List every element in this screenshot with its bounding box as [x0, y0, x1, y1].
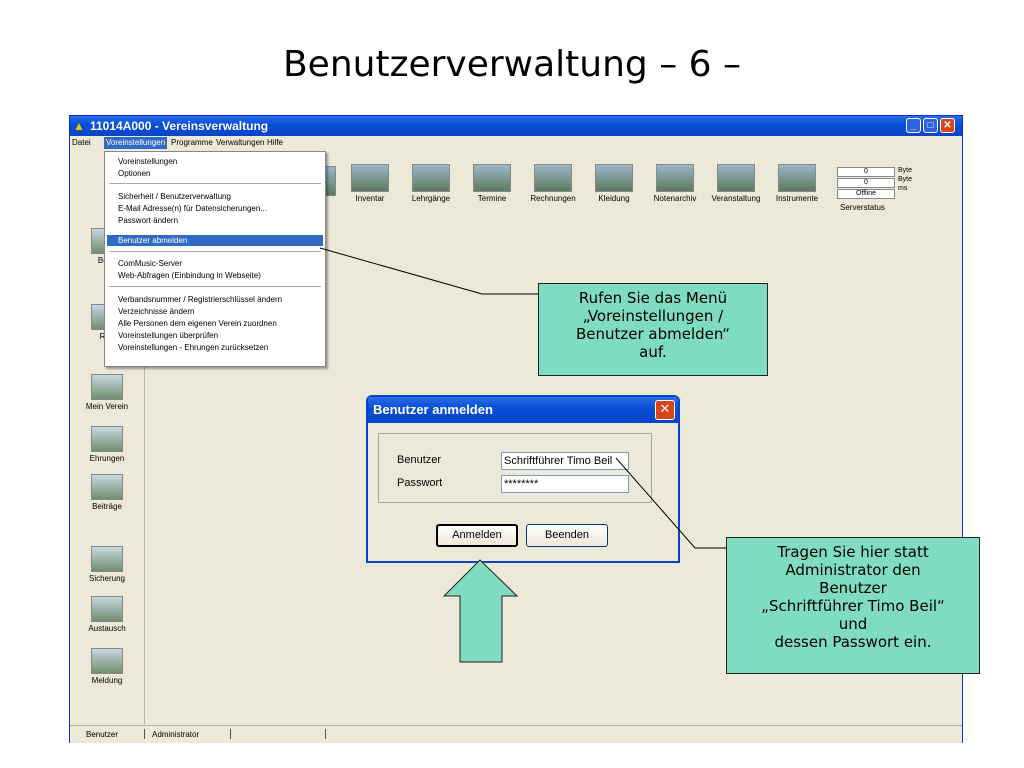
voreinstellungen-menu: Voreinstellungen Optionen Sicherheit / B… — [104, 151, 326, 367]
menubar: Datei Voreinstellungen Programme Verwalt… — [70, 136, 962, 150]
menu-item-sicherheit[interactable]: Sicherheit / Benutzerverwaltung — [118, 192, 231, 201]
status-value-2: 0 — [837, 178, 895, 188]
sidebar-item-ehrungen[interactable]: Ehrungen — [70, 426, 144, 463]
tool-veranstaltung[interactable]: Veranstaltung — [706, 164, 766, 203]
status-unit-3: ms — [898, 185, 908, 192]
rechnungen-icon — [534, 164, 572, 192]
menu-hilfe[interactable]: Hilfe — [267, 138, 284, 147]
tool-kleidung[interactable]: Kleidung — [584, 164, 644, 203]
tool-inventar[interactable]: Inventar — [340, 164, 400, 203]
inventar-icon — [351, 164, 389, 192]
callout-text: dessen Passwort ein. — [774, 633, 932, 651]
menu-item-verzeichnisse[interactable]: Verzeichnisse ändern — [118, 307, 195, 316]
callout-text: auf. — [639, 343, 667, 361]
minimize-button[interactable]: _ — [906, 118, 921, 133]
statusbar-separator — [144, 729, 145, 739]
menu-separator — [109, 183, 321, 184]
meldung-icon — [91, 648, 123, 674]
notenarchiv-icon — [656, 164, 694, 192]
login-button[interactable]: Anmelden — [436, 524, 518, 547]
server-status-box: 0 0 Offline — [837, 167, 895, 200]
tool-lehrgaenge[interactable]: Lehrgänge — [401, 164, 461, 203]
menu-item-web-abfragen[interactable]: Web-Abfragen (Einbindung in Webseite) — [118, 271, 261, 280]
login-hint-callout: Tragen Sie hier statt Administrator den … — [726, 537, 980, 674]
sidebar-item-austausch[interactable]: Austausch — [70, 596, 144, 633]
menu-item-optionen[interactable]: Optionen — [118, 169, 151, 178]
status-value-1: 0 — [837, 167, 895, 177]
menu-item-benutzer-abmelden[interactable]: Benutzer abmelden — [107, 235, 323, 246]
menu-verwaltungen[interactable]: Verwaltungen — [216, 138, 265, 147]
menu-item-email[interactable]: E-Mail Adresse(n) für Datensicherungen..… — [118, 204, 267, 213]
menu-hint-callout: Rufen Sie das Menü „Voreinstellungen / B… — [538, 283, 768, 376]
tool-termine[interactable]: Termine — [462, 164, 522, 203]
callout-text: Tragen Sie hier statt — [777, 543, 929, 561]
tool-instrumente[interactable]: Instrumente — [767, 164, 827, 203]
callout-text: „Schriftführer Timo Beil“ — [761, 597, 945, 615]
status-value-3: Offline — [837, 189, 895, 199]
statusbar-user: Administrator — [152, 730, 200, 739]
menu-item-commusic[interactable]: ComMusic-Server — [118, 259, 183, 268]
kleidung-icon — [595, 164, 633, 192]
dialog-title: Benutzer anmelden — [373, 402, 493, 417]
statusbar-separator — [325, 729, 326, 739]
status-unit-2: Byte — [898, 176, 913, 183]
statusbar-separator — [230, 729, 231, 739]
status-unit-1: Byte — [898, 167, 913, 174]
callout-text: Benutzer abmelden“ — [575, 325, 731, 343]
menu-item-verbandsnummer[interactable]: Verbandsnummer / Registrierschlüssel änd… — [118, 295, 283, 304]
dialog-group: Benutzer Schriftführer Timo Beil Passwor… — [378, 433, 652, 503]
sidebar-item-mein-verein[interactable]: Mein Verein — [70, 374, 144, 411]
callout-text: „Voreinstellungen / — [582, 307, 724, 325]
menu-item-voreinstellungen[interactable]: Voreinstellungen — [118, 157, 178, 166]
callout-text: Benutzer — [819, 579, 887, 597]
menu-item-pruefen[interactable]: Voreinstellungen überprüfen — [118, 331, 219, 340]
lehrgaenge-icon — [412, 164, 450, 192]
menu-item-passwort[interactable]: Passwort ändern — [118, 216, 179, 225]
user-label: Benutzer — [397, 454, 442, 466]
user-field[interactable]: Schriftführer Timo Beil — [501, 452, 629, 470]
sidebar-item-meldung[interactable]: Meldung — [70, 648, 144, 685]
austausch-icon — [91, 596, 123, 622]
callout-text: Administrator den — [785, 561, 921, 579]
tool-rechnungen[interactable]: Rechnungen — [523, 164, 583, 203]
menu-separator — [109, 286, 321, 287]
exit-button[interactable]: Beenden — [526, 524, 608, 547]
ehrungen-icon — [91, 426, 123, 452]
instrumente-icon — [778, 164, 816, 192]
tool-notenarchiv[interactable]: Notenarchiv — [645, 164, 705, 203]
password-label: Passwort — [397, 477, 443, 489]
menu-item-personen-zuordnen[interactable]: Alle Personen dem eigenen Verein zuordne… — [118, 319, 277, 328]
callout-text: Rufen Sie das Menü — [578, 289, 728, 307]
maximize-button[interactable]: □ — [923, 118, 938, 133]
password-field[interactable]: ******** — [501, 475, 629, 493]
slide-title: Benutzerverwaltung – 6 – — [282, 44, 742, 85]
sidebar-item-beitraege[interactable]: Beiträge — [70, 474, 144, 511]
close-button[interactable]: ✕ — [940, 118, 955, 133]
menu-item-ehrungen-zuruecksetzen[interactable]: Voreinstellungen - Ehrungen zurücksetzen — [118, 343, 269, 352]
callout-text: und — [838, 615, 868, 633]
menu-datei[interactable]: Datei — [72, 138, 91, 147]
menu-voreinstellungen[interactable]: Voreinstellungen — [104, 137, 168, 149]
beitraege-icon — [91, 474, 123, 500]
window-titlebar[interactable]: ▲ 11014A000 - Vereinsverwaltung _ □ ✕ — [70, 116, 962, 136]
termine-icon — [473, 164, 511, 192]
statusbar-label: Benutzer — [86, 730, 119, 739]
menu-separator — [109, 251, 321, 252]
app-icon: ▲ — [73, 119, 85, 133]
statusbar: Benutzer Administrator — [70, 725, 962, 743]
dialog-titlebar[interactable]: Benutzer anmelden ✕ — [368, 397, 678, 423]
sicherung-icon — [91, 546, 123, 572]
login-dialog: Benutzer anmelden ✕ Benutzer Schriftführ… — [366, 395, 680, 563]
dialog-close-icon[interactable]: ✕ — [655, 400, 675, 420]
sidebar-item-sicherung[interactable]: Sicherung — [70, 546, 144, 583]
server-status-label: Serverstatus — [840, 203, 885, 212]
veranstaltung-icon — [717, 164, 755, 192]
mein-verein-icon — [91, 374, 123, 400]
window-title: 11014A000 - Vereinsverwaltung — [90, 119, 269, 133]
menu-programme[interactable]: Programme — [171, 138, 213, 147]
